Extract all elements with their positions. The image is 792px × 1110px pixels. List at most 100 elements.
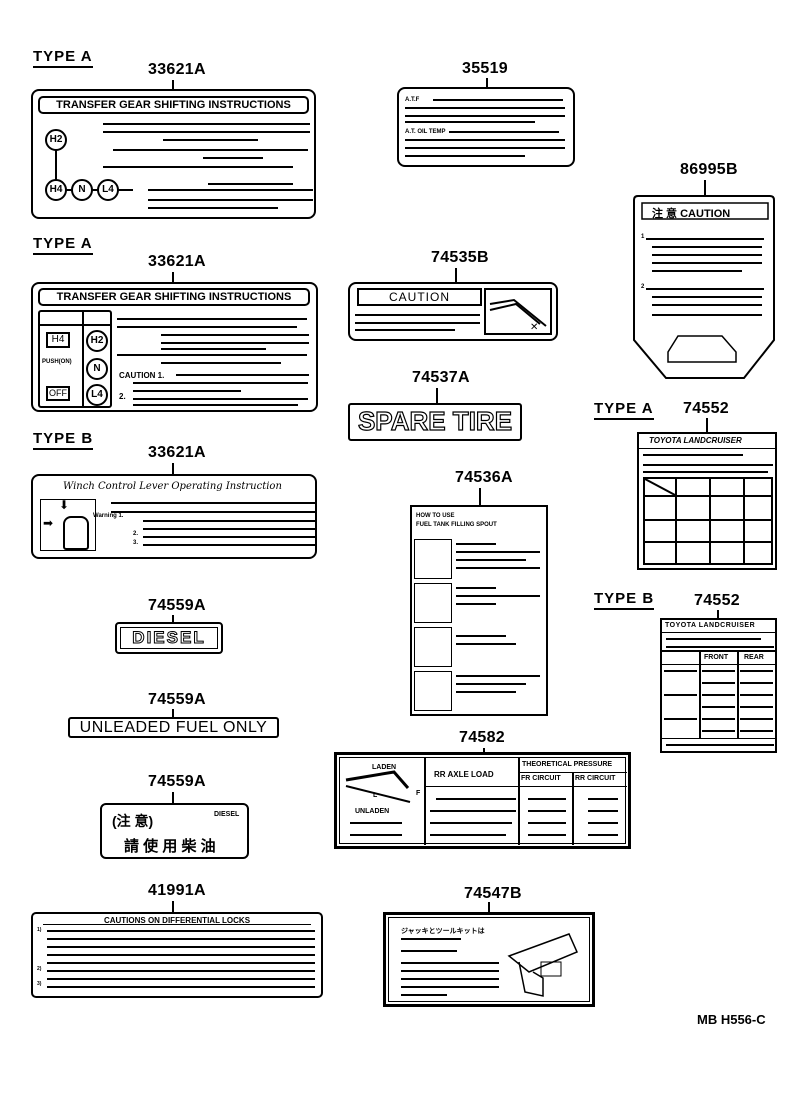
label-86995B: 注 意 CAUTION 1 2: [641, 204, 768, 316]
text-placeholder-line: [161, 362, 281, 364]
jack-tool-text: ジャッキとツールキットは: [401, 928, 485, 935]
text-placeholder-line: [588, 810, 618, 812]
label-86995B-outline: [633, 195, 775, 379]
rr-axle-load-text: RR AXLE LOAD: [434, 770, 494, 779]
leader-line: [436, 388, 438, 403]
part-number-86995B: 86995B: [680, 161, 738, 178]
l4-circle: L4: [86, 384, 108, 406]
text-placeholder-line: [652, 262, 762, 264]
text-placeholder-line: [740, 730, 773, 732]
leader-line: [717, 610, 719, 618]
laden-text: LADEN: [372, 764, 397, 771]
text-placeholder-line: [646, 238, 764, 240]
text-placeholder-line: [117, 326, 297, 328]
label-74582: LADEN UNLADEN L F RR AXLE LOAD THEORETIC…: [334, 752, 631, 849]
caution-title: 注 意 CAUTION: [652, 208, 731, 220]
text-placeholder-line: [456, 587, 496, 589]
leader-line: [479, 488, 481, 505]
leader-line: [172, 709, 174, 718]
divider: [424, 786, 627, 787]
text-placeholder-line: [47, 970, 315, 972]
text-placeholder-line: [664, 718, 697, 720]
arrow-right-icon: ➡: [43, 516, 54, 530]
h4-button: H4: [46, 332, 70, 348]
label-33621A-type-a-1: TRANSFER GEAR SHIFTING INSTRUCTIONS H2 H…: [31, 89, 316, 219]
item-2: 2.: [133, 531, 139, 537]
leader-line: [172, 80, 174, 90]
type-a-heading: TYPE A: [594, 400, 654, 420]
text-placeholder-line: [161, 342, 309, 344]
text-placeholder-line: [652, 296, 762, 298]
leader-line: [486, 78, 488, 88]
text-placeholder-line: [161, 348, 266, 350]
caution-title: CAUTION: [357, 288, 482, 306]
step-2-illustration: [414, 583, 452, 623]
text-placeholder-line: [117, 318, 307, 320]
text-placeholder-line: [203, 157, 263, 159]
text-placeholder-line: [588, 822, 618, 824]
text-placeholder-line: [702, 682, 735, 684]
text-placeholder-line: [355, 314, 480, 316]
text-placeholder-line: [405, 115, 565, 117]
divider: [572, 772, 574, 845]
divider: [40, 324, 110, 326]
label-title: CAUTIONS ON DIFFERENTIAL LOCKS: [103, 916, 251, 925]
text-placeholder-line: [405, 107, 565, 109]
diagonal-line: [645, 479, 675, 495]
text-placeholder-line: [664, 670, 697, 672]
n-circle: N: [71, 179, 93, 201]
text-placeholder-line: [456, 603, 496, 605]
how-to-use-text: HOW TO USE: [416, 513, 455, 519]
part-number-74547B: 74547B: [464, 885, 522, 902]
n-circle: N: [86, 358, 108, 380]
text-placeholder-line: [401, 938, 461, 940]
item-2: 2: [641, 284, 645, 290]
text-placeholder-line: [133, 382, 308, 384]
label-74552-type-a: TOYOTA LANDCRUISER: [637, 432, 777, 570]
text-placeholder-line: [456, 551, 540, 553]
part-number-74582: 74582: [459, 729, 505, 746]
grid-line: [709, 479, 711, 563]
grid-line: [645, 519, 771, 521]
text-placeholder-line: [148, 207, 278, 209]
text-placeholder-line: [405, 147, 565, 149]
text-placeholder-line: [143, 544, 316, 546]
label-spare-tire: SPARE TIRE: [348, 403, 522, 441]
text-placeholder-line: [401, 978, 499, 980]
text-placeholder-line: [47, 946, 315, 948]
leader-line: [704, 180, 706, 195]
text-placeholder-line: [405, 155, 525, 157]
text-placeholder-line: [456, 567, 540, 569]
text-placeholder-line: [652, 254, 762, 256]
data-grid: [643, 477, 773, 565]
use-diesel-chinese: 請 使 用 柴 油: [124, 838, 216, 855]
text-placeholder-line: [646, 288, 764, 290]
type-b-heading: TYPE B: [33, 430, 94, 450]
step-1-illustration: [414, 539, 452, 579]
text-placeholder-line: [430, 810, 516, 812]
label-title: TRANSFER GEAR SHIFTING INSTRUCTIONS: [38, 96, 309, 114]
label-unleaded-fuel-only: UNLEADED FUEL ONLY: [68, 717, 279, 738]
divider: [518, 758, 520, 845]
label-chinese-diesel: (注 意) DIESEL 請 使 用 柴 油: [100, 803, 249, 859]
leader-line: [706, 418, 708, 432]
label-74535B: CAUTION ✕: [348, 282, 558, 341]
text-placeholder-line: [643, 464, 773, 466]
text-placeholder-line: [528, 834, 566, 836]
grid-line: [675, 479, 677, 563]
text-placeholder-line: [740, 694, 773, 696]
rr-circuit-text: RR CIRCUIT: [575, 775, 616, 782]
text-placeholder-line: [740, 706, 773, 708]
grid-line: [662, 650, 775, 652]
text-placeholder-line: [740, 682, 773, 684]
text-placeholder-line: [350, 834, 402, 836]
at-oil-temp-text: A.T. OIL TEMP: [405, 129, 446, 135]
item-1: 1: [641, 234, 645, 240]
part-number-74537A: 74537A: [412, 369, 470, 386]
leader-line: [172, 901, 174, 913]
text-placeholder-line: [111, 511, 316, 513]
text-placeholder-line: [401, 986, 499, 988]
leader-line: [483, 748, 485, 753]
fuel-spout-text: FUEL TANK FILLING SPOUT: [416, 522, 497, 528]
text-placeholder-line: [702, 670, 735, 672]
